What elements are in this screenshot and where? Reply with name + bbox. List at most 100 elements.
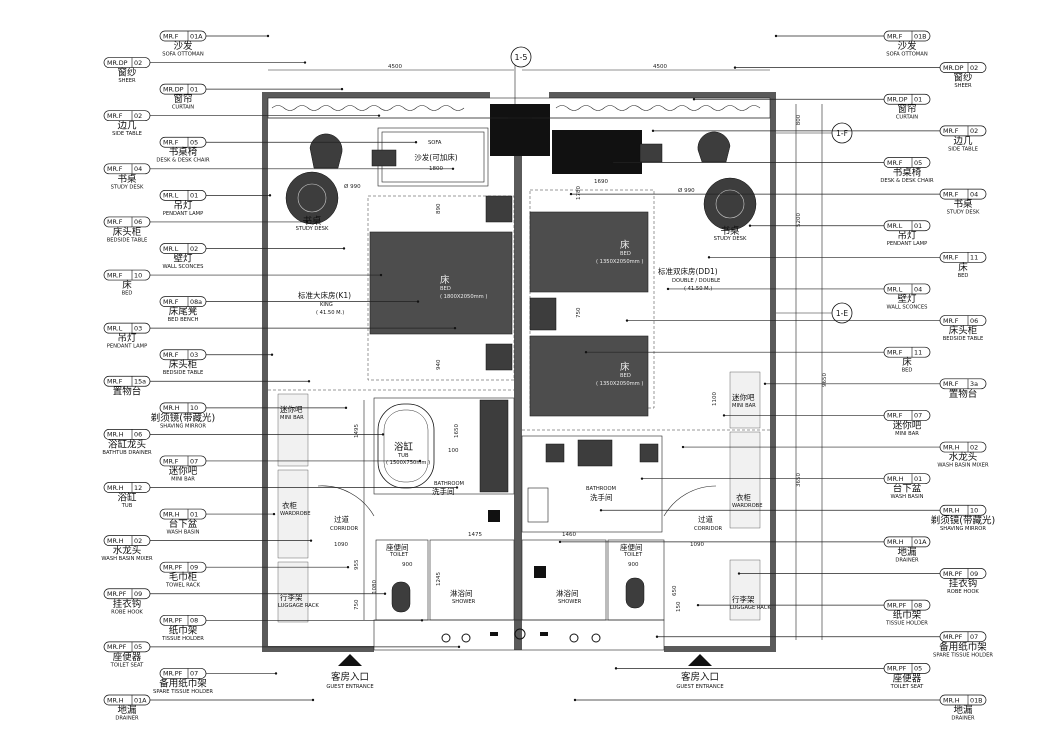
luggage-left-cn: 行李架 — [280, 592, 303, 602]
left-tag-num-14: 10 — [190, 404, 198, 412]
shower-right-cn: 淋浴间 — [556, 588, 579, 598]
left-room-name: 标准大床房(K1) — [298, 290, 351, 300]
left-tag-cn-10: 床尾凳 — [169, 306, 198, 318]
left-tag-cn-19: 水龙头 — [113, 545, 142, 557]
right-tag-cn-11: 置物台 — [949, 388, 978, 400]
right-tag-en-6: PENDANT LAMP — [887, 241, 928, 247]
left-tag-cn-7: 床头柜 — [113, 226, 142, 238]
sofa-label: 沙发(可加床) — [414, 152, 457, 162]
left-tag-en-11: PENDANT LAMP — [107, 344, 148, 350]
left-tag-cn-0: 沙发 — [173, 40, 193, 52]
left-tag-code-22: MR.PF — [163, 617, 183, 625]
grid-reference-1e: 1-E — [776, 302, 853, 324]
right-tag-num-17: 09 — [970, 570, 978, 578]
luggage-rack-left — [277, 561, 309, 623]
left-tag-code-25: MR.H — [107, 696, 124, 704]
left-tag-en-23: TOILET SEAT — [110, 662, 144, 668]
right-tag-en-0: SOFA OTTOMAN — [886, 52, 928, 58]
bed-d1-cn: 床 — [620, 239, 630, 251]
toilet-right-en: TOILET — [623, 552, 643, 558]
left-tag-en-24: SPARE TISSUE HOLDER — [153, 689, 213, 695]
study-desk-right-en: STUDY DESK — [714, 236, 747, 242]
grid-reference-1f: 1-F — [776, 122, 853, 144]
left-tag-en-22: TISSUE HOLDER — [161, 636, 204, 642]
dim-lamp-right: Ø 990 — [678, 187, 695, 194]
tub-cn: 浴缸 — [394, 441, 414, 453]
dim-1090-right: 1090 — [690, 542, 704, 548]
wardrobe-right-cn: 衣柜 — [736, 492, 751, 502]
left-tag-cn-6: 吊灯 — [173, 200, 193, 211]
left-tag-cn-5: 书桌 — [117, 173, 137, 185]
left-tag-cn-16: 迷你吧 — [169, 465, 198, 477]
right-tag-num-16: 01A — [914, 538, 927, 546]
left-tag-num-25: 01A — [134, 696, 147, 704]
service-shaft — [441, 628, 601, 643]
left-room-area: ( 41.50 M.) — [316, 310, 344, 316]
dim-1080: 1080 — [372, 580, 378, 594]
right-tag-cn-20: 座便器 — [893, 672, 922, 684]
toilet-left — [391, 581, 411, 613]
left-tag-num-10: 08a — [190, 298, 202, 306]
right-tag-code-16: MR.H — [887, 538, 904, 546]
left-tag-code-7: MR.F — [107, 218, 123, 226]
left-tag-num-8: 02 — [190, 245, 198, 253]
right-tag-code-13: MR.H — [943, 443, 960, 451]
left-tag-code-6: MR.L — [163, 192, 179, 200]
left-tag-cn-20: 毛巾柜 — [169, 571, 198, 583]
left-tag-en-20: TOWEL RACK — [165, 583, 201, 589]
shower-right — [521, 539, 607, 621]
right-tag-cn-14: 台下盆 — [893, 483, 922, 495]
minibar-right-en: MINI BAR — [732, 403, 756, 409]
right-tag-num-12: 07 — [914, 412, 922, 420]
right-tag-code-8: MR.L — [887, 285, 903, 293]
left-tag-code-13: MR.F — [107, 378, 123, 386]
left-tag-cn-8: 壁灯 — [173, 252, 193, 264]
left-tag-cn-25: 地漏 — [117, 704, 136, 716]
double-bed-2 — [529, 335, 649, 417]
left-tag-en-14: SHAVING MIRROR — [160, 423, 206, 429]
right-tag-cn-10: 床 — [902, 356, 912, 368]
left-tag-num-17: 12 — [134, 484, 142, 492]
left-room-en: KING — [320, 302, 333, 308]
wardrobe-right-en: WARDROBE — [732, 503, 763, 509]
guest-entrance-right: 客房入口 GUEST ENTRANCE — [676, 654, 724, 690]
bedside-table-left-top — [485, 195, 513, 223]
dim-750-left: 750 — [354, 599, 360, 610]
bath-left-en: BATHROOM — [434, 481, 464, 487]
right-tag-cn-4: 书桌椅 — [893, 166, 922, 178]
left-tag-code-11: MR.L — [107, 324, 123, 332]
right-tag-cn-5: 书桌 — [953, 198, 973, 210]
dim-lamp-left: Ø 990 — [344, 183, 361, 190]
right-tag-num-1: 02 — [970, 64, 978, 72]
left-tag-num-5: 04 — [134, 165, 142, 173]
study-desk-left-cn: 书桌 — [302, 215, 322, 227]
left-tag-num-0: 01A — [190, 32, 203, 40]
right-tag-code-21: MR.H — [943, 696, 960, 704]
right-room-furniture: 书桌 STUDY DESK 床 BED ( 1350X2050mm ) 床 BE… — [521, 130, 771, 621]
side-table-left — [371, 149, 397, 167]
left-tag-code-1: MR.DP — [107, 59, 128, 67]
left-tag-en-1: SHEER — [118, 78, 136, 84]
wardrobe-left-en: WARDROBE — [280, 511, 311, 517]
bed-d2-size: ( 1350X2050mm ) — [596, 381, 643, 387]
bathroom-left — [373, 397, 515, 495]
right-tag-code-15: MR.H — [943, 507, 960, 515]
right-tag-en-2: CURTAIN — [896, 115, 918, 121]
right-tag-cn-12: 迷你吧 — [893, 419, 922, 431]
right-tag-num-6: 01 — [914, 222, 922, 230]
dim-3650: 3650 — [796, 473, 802, 487]
right-tag-num-2: 01 — [914, 96, 922, 104]
